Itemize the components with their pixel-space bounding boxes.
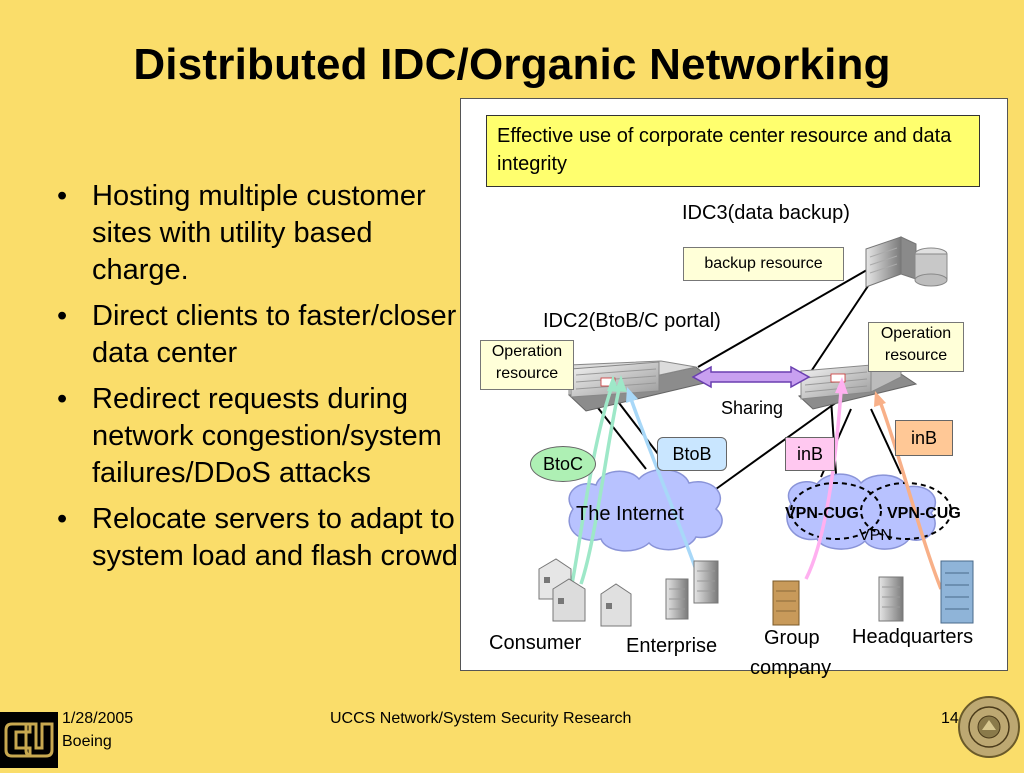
group-company-label-2: company <box>750 657 832 679</box>
idc3-server-icon <box>865 236 948 288</box>
path-arrowheads <box>607 375 886 407</box>
backup-resource-box: backup resource <box>683 247 844 281</box>
inb-right-tag: inB <box>895 420 953 456</box>
operation-resource-right-box: Operation resource <box>868 322 964 372</box>
vpn-cug-label-1: VPN-CUG <box>785 505 859 522</box>
cu-logo-icon <box>4 722 54 758</box>
btoc-tag: BtoC <box>530 446 596 482</box>
group-company-label-1: Group <box>764 627 820 649</box>
internet-label: The Internet <box>576 503 684 525</box>
headquarters-buildings-icon <box>878 560 974 624</box>
slide-title: Distributed IDC/Organic Networking <box>133 40 891 89</box>
bullet-item: • Hosting multiple customer sites with ut… <box>55 178 465 289</box>
bullet-dot-icon: • <box>57 503 68 535</box>
idc3-label: IDC3(data backup) <box>682 202 850 224</box>
page-number: 14 <box>941 710 959 727</box>
sharing-label: Sharing <box>721 398 784 418</box>
bullet-text: Redirect requests during network congest… <box>92 383 442 489</box>
internet-cloud-icon <box>568 468 723 552</box>
sharing-arrow-icon <box>691 365 811 389</box>
consumer-houses-icon <box>538 558 632 627</box>
bullet-item: • Redirect requests during network conges… <box>55 381 465 492</box>
callout-box: Effective use of corporate center resour… <box>486 115 980 187</box>
idc2-label: IDC2(BtoB/C portal) <box>543 310 721 332</box>
university-seal <box>958 696 1020 758</box>
vpn-label: VPN <box>859 527 892 544</box>
group-company-building-icon <box>772 580 800 626</box>
footer-org: Boeing <box>62 733 112 750</box>
headquarters-label: Headquarters <box>852 626 974 648</box>
btob-tag: BtoB <box>657 437 727 471</box>
consumer-label: Consumer <box>489 632 582 654</box>
bullet-item: • Direct clients to faster/closer data ce… <box>55 298 465 372</box>
inb-left-tag: inB <box>785 437 835 471</box>
enterprise-buildings-icon <box>665 560 719 620</box>
diagram-graphics <box>538 236 974 627</box>
seal-emblem-icon <box>968 706 1010 748</box>
bullet-text: Relocate servers to adapt to system load… <box>92 503 458 572</box>
bullet-list: • Hosting multiple customer sites with ut… <box>55 178 465 584</box>
footer-center-text: UCCS Network/System Security Research <box>330 710 632 727</box>
bullet-text: Direct clients to faster/closer data cen… <box>92 300 457 369</box>
idc2-left-building-icon <box>567 360 715 412</box>
bullet-dot-icon: • <box>57 180 68 212</box>
bullet-item: • Relocate servers to adapt to system loa… <box>55 501 465 575</box>
bullet-text: Hosting multiple customer sites with uti… <box>92 180 426 286</box>
bullet-dot-icon: • <box>57 300 68 332</box>
request-paths <box>569 388 943 590</box>
enterprise-label: Enterprise <box>626 635 718 657</box>
idc2-right-building-icon <box>797 364 918 410</box>
operation-resource-left-box: Operation resource <box>480 340 574 390</box>
footer-date: 1/28/2005 <box>62 710 134 727</box>
cu-logo <box>0 712 58 768</box>
vpn-cug-label-2: VPN-CUG <box>887 505 961 522</box>
bullet-dot-icon: • <box>57 383 68 415</box>
